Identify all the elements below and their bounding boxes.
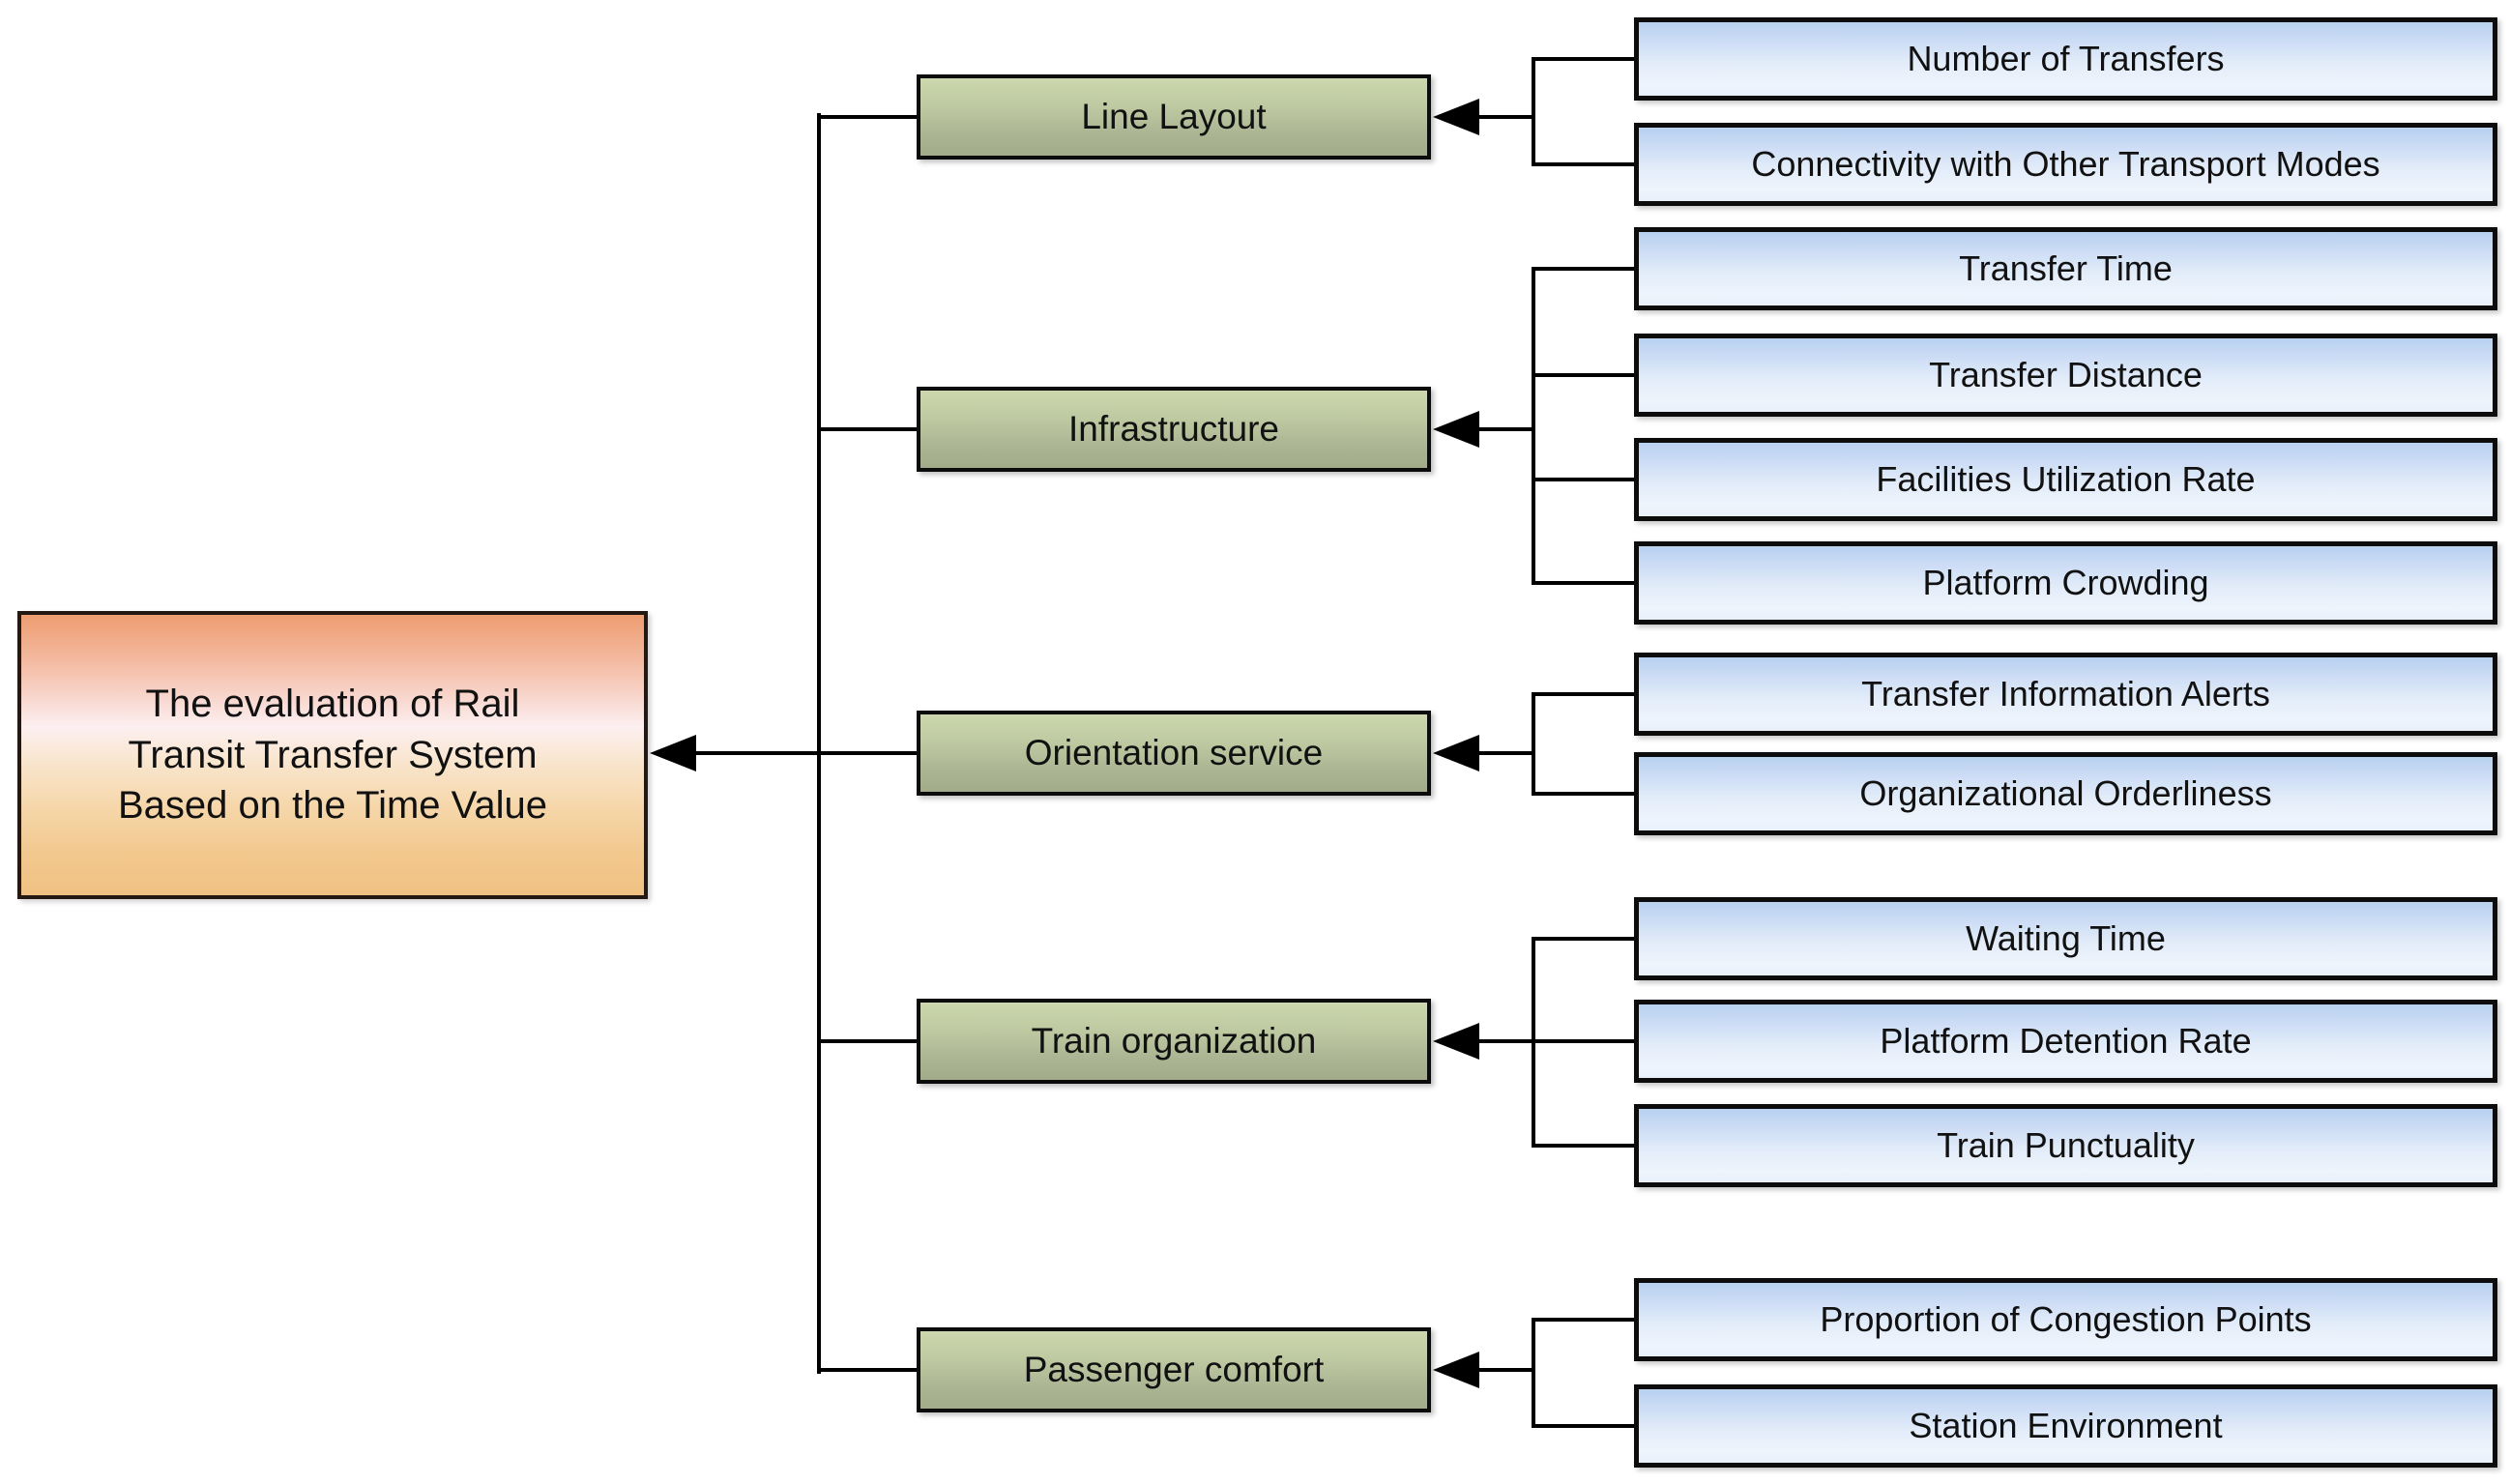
tick-line-connectivity-other-modes — [1532, 162, 1634, 166]
leaf-node-waiting-time: Waiting Time — [1634, 897, 2497, 980]
leaf-node-number-of-transfers: Number of Transfers — [1634, 17, 2497, 101]
branch-stub-line-orientation-service — [817, 751, 917, 755]
arrow-line-infrastructure — [1472, 427, 1535, 431]
arrowhead-left-icon-passenger-comfort — [1433, 1352, 1479, 1388]
branch-stub-line-line-layout — [817, 115, 917, 119]
tick-line-transfer-distance — [1532, 373, 1634, 377]
tick-line-proportion-congestion-points — [1532, 1318, 1634, 1322]
branch-node-train-organization: Train organization — [917, 999, 1431, 1084]
tick-line-transfer-time — [1532, 267, 1634, 271]
leaf-node-connectivity-other-modes: Connectivity with Other Transport Modes — [1634, 123, 2497, 206]
leaf-node-station-environment: Station Environment — [1634, 1384, 2497, 1468]
tick-line-organizational-orderliness — [1532, 792, 1634, 796]
branch-node-passenger-comfort: Passenger comfort — [917, 1327, 1431, 1412]
leaf-node-platform-detention-rate: Platform Detention Rate — [1634, 1000, 2497, 1083]
root-arrowhead-left-icon — [650, 735, 696, 771]
leaf-node-facilities-utilization: Facilities Utilization Rate — [1634, 438, 2497, 521]
arrow-line-train-organization — [1472, 1039, 1535, 1043]
bracket-line-orientation-service — [1532, 692, 1535, 796]
tick-line-number-of-transfers — [1532, 57, 1634, 61]
bracket-line-passenger-comfort — [1532, 1318, 1535, 1428]
leaf-node-organizational-orderliness: Organizational Orderliness — [1634, 752, 2497, 835]
branch-node-orientation-service: Orientation service — [917, 711, 1431, 796]
arrow-line-passenger-comfort — [1472, 1368, 1535, 1372]
tick-line-station-environment — [1532, 1424, 1634, 1428]
branch-node-line-layout: Line Layout — [917, 74, 1431, 160]
leaf-node-train-punctuality: Train Punctuality — [1634, 1104, 2497, 1187]
root-arrow-line — [688, 751, 817, 755]
tick-line-facilities-utilization — [1532, 478, 1634, 481]
leaf-node-proportion-congestion-points: Proportion of Congestion Points — [1634, 1278, 2497, 1361]
root-node: The evaluation of Rail Transit Transfer … — [17, 611, 648, 899]
arrowhead-left-icon-infrastructure — [1433, 411, 1479, 448]
arrowhead-left-icon-train-organization — [1433, 1023, 1479, 1060]
leaf-node-transfer-distance: Transfer Distance — [1634, 334, 2497, 417]
branch-stub-line-infrastructure — [817, 427, 917, 431]
tick-line-platform-detention-rate — [1532, 1039, 1634, 1043]
bracket-line-line-layout — [1532, 57, 1535, 166]
branch-node-infrastructure: Infrastructure — [917, 387, 1431, 472]
tick-line-transfer-information-alerts — [1532, 692, 1634, 696]
arrow-line-line-layout — [1472, 115, 1535, 119]
bracket-line-infrastructure — [1532, 267, 1535, 585]
branch-stub-line-train-organization — [817, 1039, 917, 1043]
tick-line-train-punctuality — [1532, 1144, 1634, 1148]
arrowhead-left-icon-orientation-service — [1433, 735, 1479, 771]
tick-line-platform-crowding — [1532, 581, 1634, 585]
leaf-node-platform-crowding: Platform Crowding — [1634, 541, 2497, 625]
arrowhead-left-icon-line-layout — [1433, 99, 1479, 135]
tick-line-waiting-time — [1532, 937, 1634, 941]
branch-stub-line-passenger-comfort — [817, 1368, 917, 1372]
leaf-node-transfer-information-alerts: Transfer Information Alerts — [1634, 653, 2497, 736]
arrow-line-orientation-service — [1472, 751, 1535, 755]
leaf-node-transfer-time: Transfer Time — [1634, 227, 2497, 310]
trunk-line — [817, 113, 821, 1374]
